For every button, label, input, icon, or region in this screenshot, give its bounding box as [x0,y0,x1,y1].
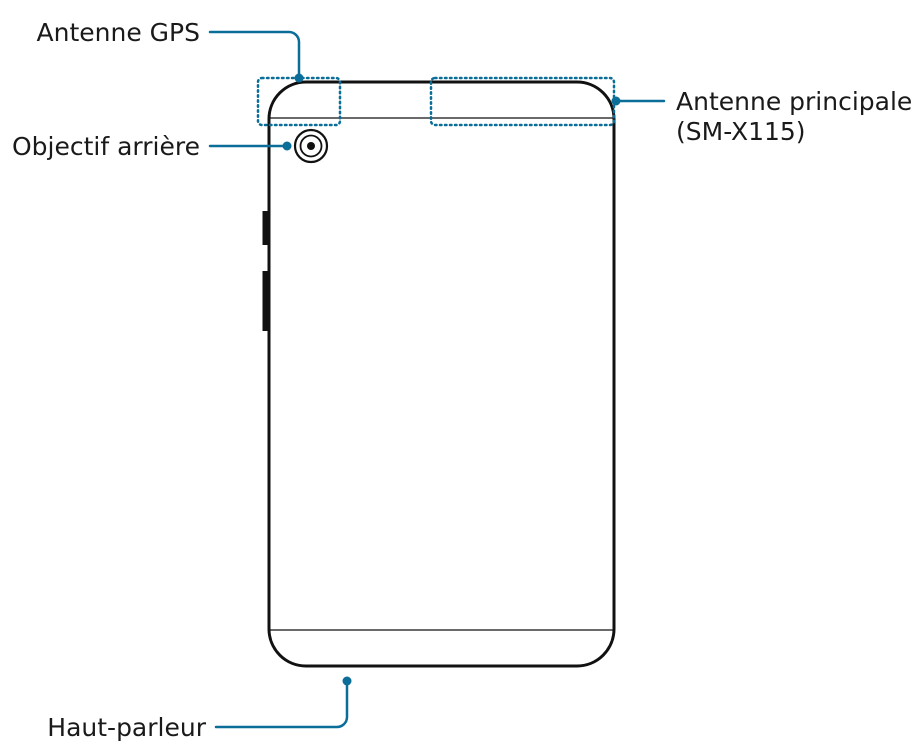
tablet-back-view [262,80,616,668]
speaker-leader [214,679,349,729]
main-antenna-dot [611,96,621,106]
label-gps-antenna: Antenne GPS [37,18,200,47]
gps-antenna-dot [294,73,304,83]
tablet-outline [267,80,616,668]
volume-button [262,211,268,245]
label-rear-camera: Objectif arrière [12,132,200,161]
rear-camera-lens-icon [293,128,329,164]
gps-antenna-leader [208,30,301,80]
power-button [262,271,268,331]
label-main-antenna-model: (SM-X115) [676,117,806,146]
speaker-dot [342,676,352,686]
rear-camera-dot [282,141,292,151]
label-speaker: Haut-parleur [47,713,206,742]
label-main-antenna: Antenne principale [676,87,912,116]
